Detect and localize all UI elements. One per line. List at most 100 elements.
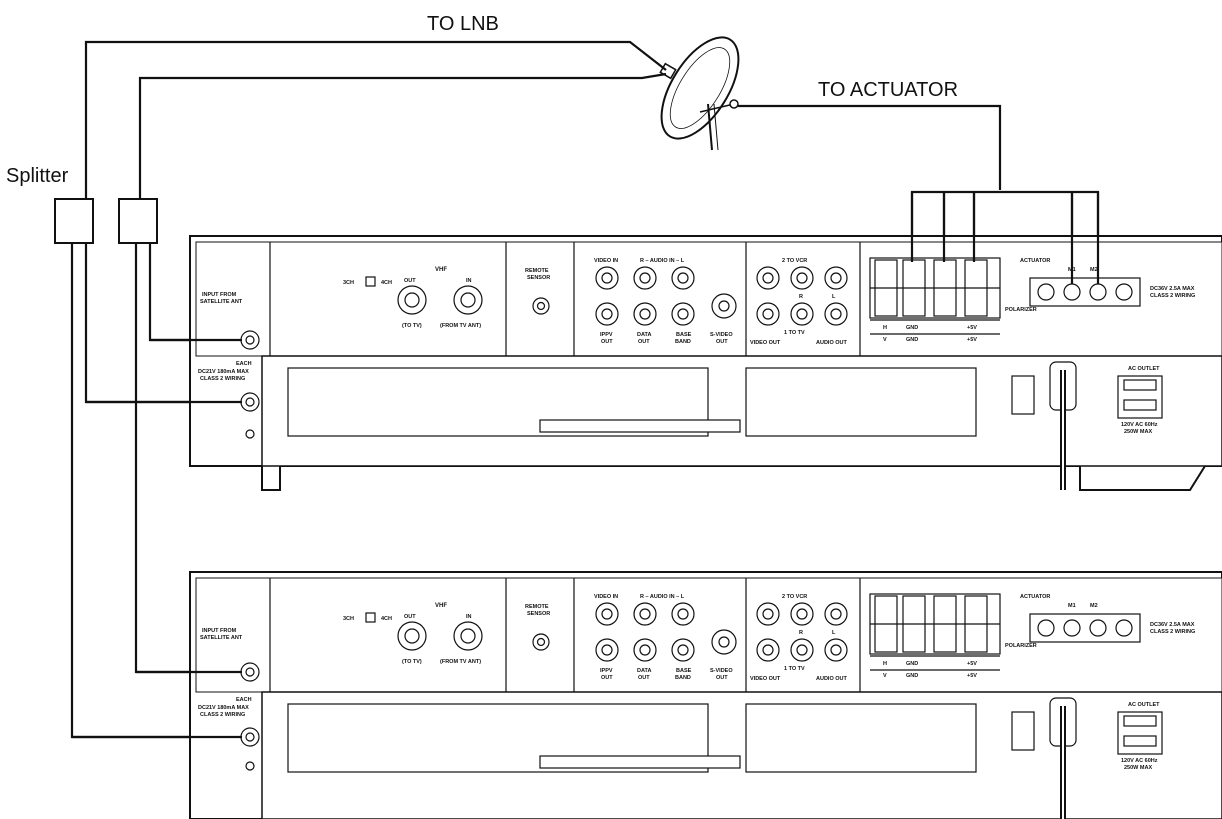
ch4-label: 4CH: [381, 616, 392, 622]
video-out-label: VIDEO OUT: [750, 676, 781, 682]
band-label: BAND: [675, 339, 691, 345]
vhf-out-label: OUT: [404, 614, 416, 620]
ippv-out-label: OUT: [601, 675, 613, 681]
actuator-terminal: [1029, 613, 1141, 643]
ac-rating-label: 120V AC 60Hz: [1121, 758, 1158, 764]
vcr-audio-l-jack[interactable]: [824, 266, 848, 290]
term-v-label: V: [883, 673, 887, 679]
audio-in-r-jack[interactable]: [633, 266, 657, 290]
base-band-jack[interactable]: [671, 638, 695, 662]
receiver-upper: INPUT FROM SATELLITE ANT EACH DC21V 180m…: [189, 235, 1222, 491]
vhf-out-jack[interactable]: [397, 621, 427, 651]
from-tv-ant-label: (FROM TV ANT): [440, 323, 481, 329]
m2-label: M2: [1090, 267, 1098, 273]
term-h-label: H: [883, 325, 887, 331]
term-5v-label-2: +5V: [967, 673, 977, 679]
actuator-cable: [738, 104, 1002, 190]
to-actuator-label: TO ACTUATOR: [818, 79, 958, 101]
ac-outlet[interactable]: [1117, 375, 1163, 419]
remote-label: REMOTE: [525, 604, 549, 610]
data-label: DATA: [637, 332, 651, 338]
sat-input-2-jack[interactable]: [240, 392, 260, 412]
tv-audio-l-jack[interactable]: [824, 638, 848, 662]
vhf-in-label: IN: [466, 614, 472, 620]
s-video-jack[interactable]: [711, 629, 737, 655]
data-out-jack[interactable]: [633, 638, 657, 662]
s-video-label: S-VIDEO: [710, 668, 733, 674]
r-label: R: [799, 630, 803, 636]
video-in-label: VIDEO IN: [594, 594, 618, 600]
to-tv-1-label: 1 TO TV: [784, 666, 805, 672]
screw-icon: [245, 429, 255, 439]
data-label: DATA: [637, 668, 651, 674]
ippv-jack[interactable]: [595, 302, 619, 326]
ac-outlet[interactable]: [1117, 711, 1163, 755]
s-video-out-label: OUT: [716, 675, 728, 681]
sensor-label: SENSOR: [527, 611, 550, 617]
actuator-label: ACTUATOR: [1020, 258, 1050, 264]
ac-outlet-label: AC OUTLET: [1128, 366, 1160, 372]
term-gnd-label-2: GND: [906, 337, 918, 343]
to-tv-1-label: 1 TO TV: [784, 330, 805, 336]
lnb-cable-1: [84, 40, 667, 200]
cord-clamp: [1011, 375, 1035, 415]
audio-in-r-jack[interactable]: [633, 602, 657, 626]
audio-in-l-jack[interactable]: [671, 602, 695, 626]
vhf-in-jack[interactable]: [453, 285, 483, 315]
vcr-audio-r-jack[interactable]: [790, 266, 814, 290]
vhf-in-jack[interactable]: [453, 621, 483, 651]
ippv-jack[interactable]: [595, 638, 619, 662]
tv-audio-r-jack[interactable]: [790, 638, 814, 662]
dc36-class2-label: CLASS 2 WIRING: [1150, 293, 1195, 299]
audio-out-label: AUDIO OUT: [816, 340, 848, 346]
vcr-video-jack[interactable]: [756, 602, 780, 626]
splitter-box-1: [54, 198, 94, 244]
tv-audio-r-jack[interactable]: [790, 302, 814, 326]
audio-out-label: AUDIO OUT: [816, 676, 848, 682]
vcr-audio-l-jack[interactable]: [824, 602, 848, 626]
ac-watt-label: 250W MAX: [1124, 765, 1152, 771]
sat-input-1-jack[interactable]: [240, 330, 260, 350]
lnb-cable-2: [138, 72, 667, 200]
tv-audio-l-jack[interactable]: [824, 302, 848, 326]
to-lnb-label: TO LNB: [427, 13, 499, 35]
vhf-out-jack[interactable]: [397, 285, 427, 315]
base-band-jack[interactable]: [671, 302, 695, 326]
vhf-label: VHF: [435, 603, 447, 609]
ippv-out-label: OUT: [601, 339, 613, 345]
remote-sensor-jack[interactable]: [532, 633, 550, 651]
remote-label: REMOTE: [525, 268, 549, 274]
tv-video-jack[interactable]: [756, 302, 780, 326]
tv-video-jack[interactable]: [756, 638, 780, 662]
term-h-label: H: [883, 661, 887, 667]
vcr-audio-r-jack[interactable]: [790, 602, 814, 626]
sat-input-1-jack[interactable]: [240, 662, 260, 682]
to-vcr-label: 2 TO VCR: [782, 594, 807, 600]
to-tv-label: (TO TV): [402, 659, 422, 665]
input-label-2: SATELLITE ANT: [200, 635, 243, 641]
data-out-label: OUT: [638, 339, 650, 345]
video-in-jack[interactable]: [595, 602, 619, 626]
dc36-label: DC36V 2.5A MAX: [1150, 286, 1195, 292]
channel-switch[interactable]: [365, 276, 376, 287]
term-gnd-label: GND: [906, 325, 918, 331]
term-gnd-label: GND: [906, 661, 918, 667]
polarizer-label: POLARIZER: [1005, 643, 1037, 649]
s-video-label: S-VIDEO: [710, 332, 733, 338]
to-tv-label: (TO TV): [402, 323, 422, 329]
s-video-jack[interactable]: [711, 293, 737, 319]
video-in-label: VIDEO IN: [594, 258, 618, 264]
remote-sensor-jack[interactable]: [532, 297, 550, 315]
channel-switch[interactable]: [365, 612, 376, 623]
sat-input-2-jack[interactable]: [240, 727, 260, 747]
video-in-jack[interactable]: [595, 266, 619, 290]
term-5v-label: +5V: [967, 325, 977, 331]
dc-rating-label: DC21V 180mA MAX: [198, 369, 249, 375]
ippv-label: IPPV: [600, 668, 613, 674]
audio-in-l-jack[interactable]: [671, 266, 695, 290]
m2-label: M2: [1090, 603, 1098, 609]
vcr-video-jack[interactable]: [756, 266, 780, 290]
data-out-jack[interactable]: [633, 302, 657, 326]
input-label: INPUT FROM: [202, 292, 237, 298]
ac-outlet-label: AC OUTLET: [1128, 702, 1160, 708]
